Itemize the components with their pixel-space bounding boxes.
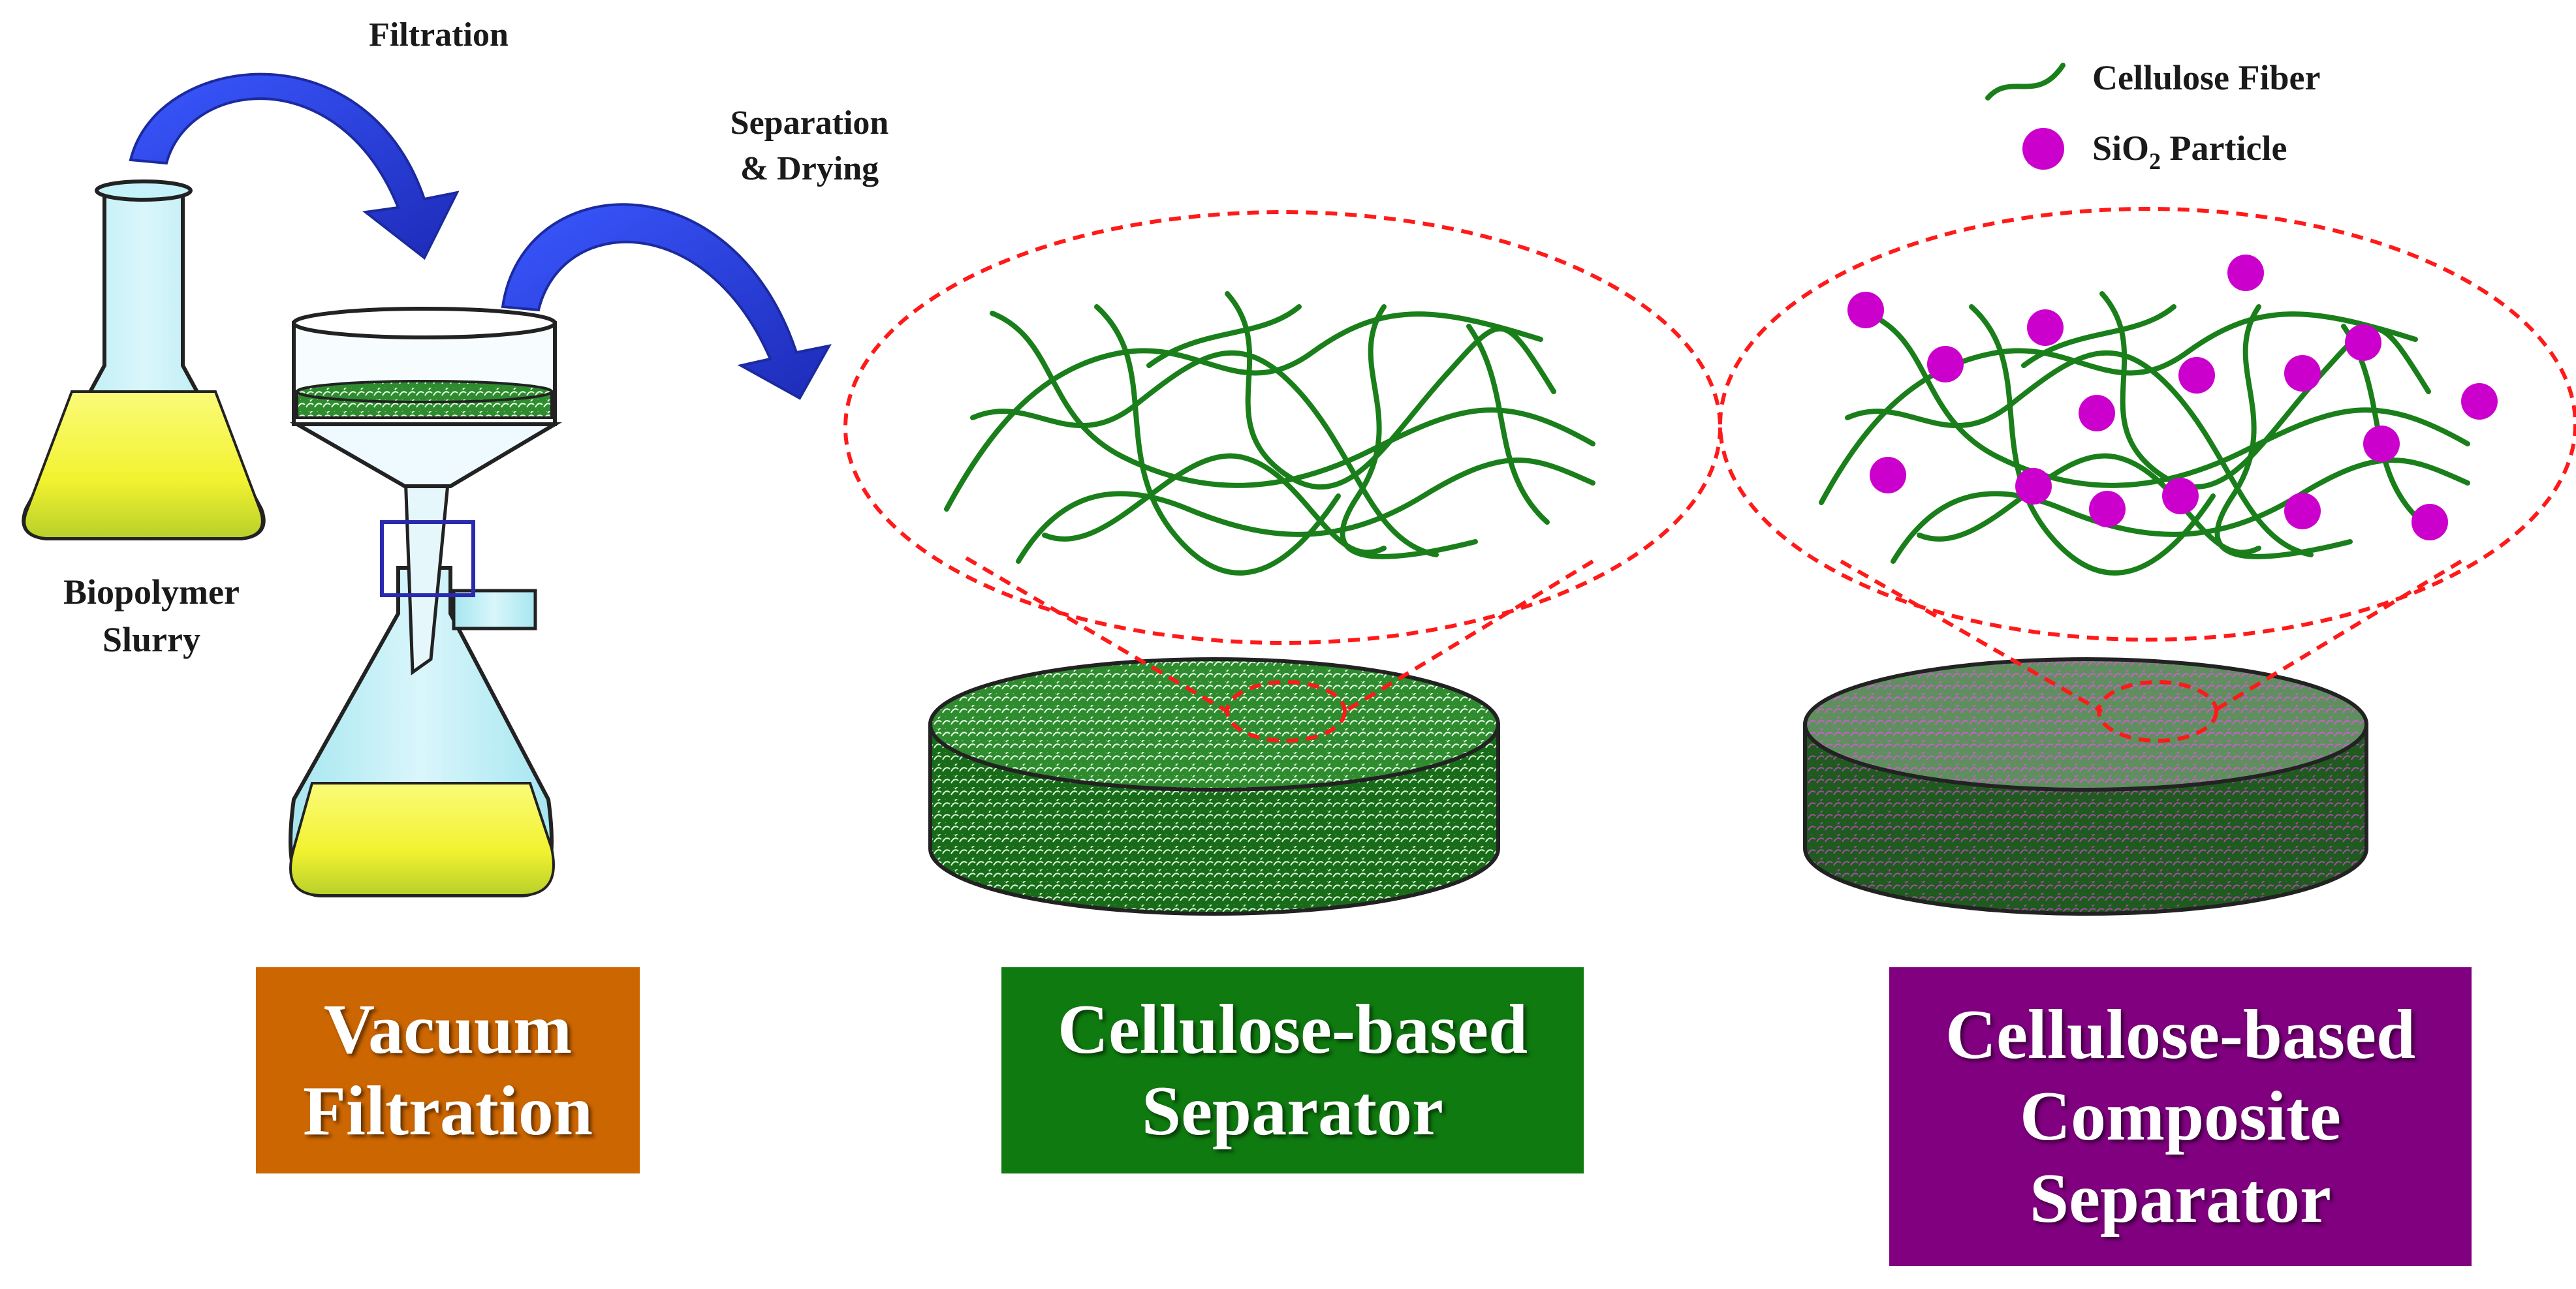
vacuum-filtration-box: Vacuum Filtration [256, 967, 640, 1173]
slurry-flask-icon [22, 179, 266, 540]
composite-box-line1: Cellulose-based [1945, 996, 2416, 1074]
fiber-legend-icon [1985, 63, 2066, 101]
slurry-label-line1: Biopolymer [63, 572, 240, 612]
separator-zoom-callout [843, 210, 1722, 743]
vacuum-box-line2: Filtration [303, 1072, 593, 1150]
composite-box-line3: Separator [2030, 1159, 2331, 1237]
separation-arrow-icon [501, 203, 832, 400]
filtration-arrow-icon [129, 72, 460, 260]
separator-box-line2: Separator [1142, 1072, 1443, 1150]
separator-fiber-network [944, 291, 1595, 576]
composite-separator-box: Cellulose-based Composite Separator [1889, 967, 2472, 1266]
filtration-label: Filtration [369, 16, 509, 54]
separation-label-line1: Separation [730, 104, 889, 142]
composite-separator-disc-icon [1803, 657, 2368, 916]
slurry-label-line2: Slurry [102, 620, 200, 659]
separator-disc-icon [928, 657, 1500, 916]
vacuum-box-line1: Vacuum [323, 990, 573, 1068]
sio2-particles [1847, 255, 2498, 540]
cellulose-separator-box: Cellulose-based Separator [1001, 967, 1584, 1173]
separation-label-line2: & Drying [740, 150, 879, 187]
particle-legend-label: SiO2 Particle [2092, 129, 2287, 174]
separator-box-line1: Cellulose-based [1057, 990, 1528, 1068]
particle-legend-icon [2022, 128, 2064, 170]
composite-zoom-callout [1718, 207, 2576, 743]
vacuum-filtration-apparatus-icon [289, 307, 562, 897]
legend: Cellulose Fiber SiO2 Particle [1985, 58, 2320, 174]
fiber-legend-label: Cellulose Fiber [2092, 58, 2320, 97]
composite-box-line2: Composite [2020, 1078, 2341, 1156]
